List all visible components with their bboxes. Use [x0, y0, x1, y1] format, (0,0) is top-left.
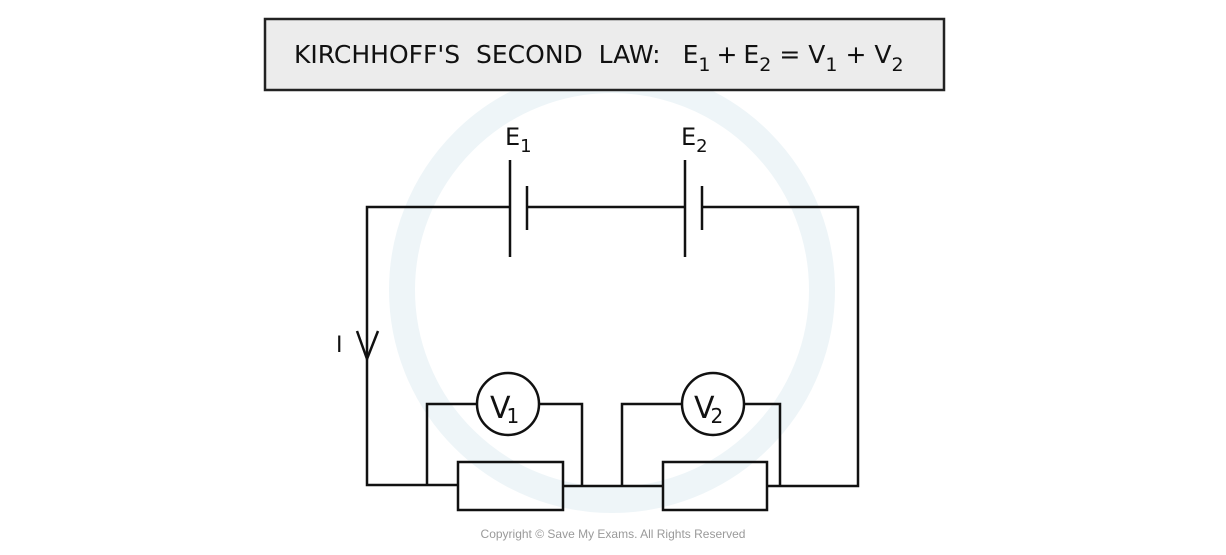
resistor-1 — [456, 460, 565, 512]
title-box: KIRCHHOFF'S SECOND LAW:E1+E2=V1+V2 — [263, 17, 946, 92]
cell-e2: E2 — [681, 123, 708, 257]
circuit-wires — [365, 205, 860, 488]
resistor-2 — [661, 460, 769, 512]
voltmeter-v1: V1 — [425, 371, 584, 486]
svg-text:V2: V2 — [694, 391, 723, 428]
title-text: KIRCHHOFF'S SECOND LAW:E1+E2=V1+V2 — [294, 40, 904, 76]
svg-text:V1: V1 — [490, 391, 519, 428]
svg-text:I: I — [336, 333, 343, 358]
svg-text:E2: E2 — [681, 123, 708, 157]
current-arrow: I — [336, 330, 380, 363]
svg-text:E1: E1 — [505, 123, 532, 157]
voltmeter-v2: V2 — [620, 371, 782, 486]
copyright-text: Copyright © Save My Exams. All Rights Re… — [481, 527, 746, 541]
watermark-logo — [389, 67, 835, 513]
cell-e1: E1 — [505, 123, 532, 257]
